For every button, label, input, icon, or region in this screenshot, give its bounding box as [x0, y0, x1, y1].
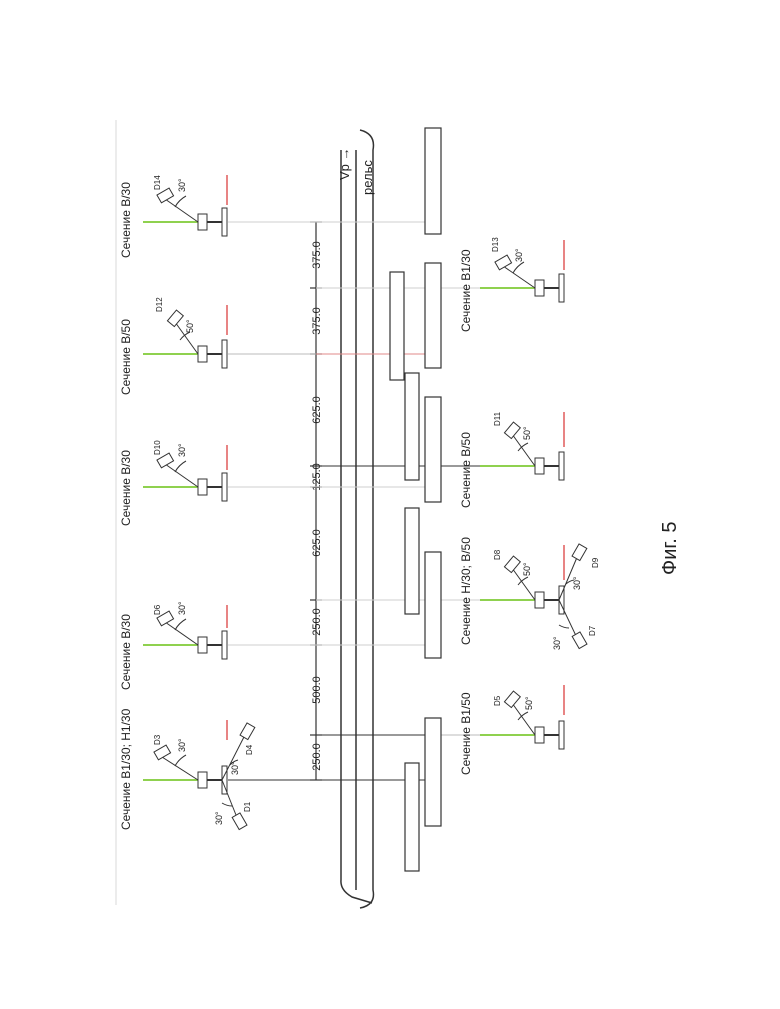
probe-id: D13 [491, 237, 500, 252]
probe-angle: 30° [177, 601, 187, 615]
dim-label-1: 250.0 [311, 743, 323, 771]
section-title-top-5: Сечение В/30 [119, 182, 133, 258]
probe-id: D14 [153, 175, 162, 190]
probe-angle: 30° [552, 636, 562, 650]
carrier-block [405, 763, 419, 871]
section-title-top-1: Сечение В1/30; Н1/30 [119, 708, 133, 830]
bottom-sections [480, 240, 587, 749]
rail-outline-left [360, 130, 373, 908]
carrier-block [425, 128, 441, 234]
probe-id: D8 [493, 549, 502, 560]
probe-id: D6 [153, 604, 162, 615]
carrier-blocks [390, 128, 441, 871]
probe-id: D7 [588, 625, 597, 636]
probe-angle: 30° [214, 811, 224, 825]
dim-label-6: 625.0 [311, 396, 323, 424]
carrier-block [425, 552, 441, 658]
section-title-top-4: Сечение В/50 [119, 319, 133, 395]
probe-angle: 30° [572, 576, 582, 590]
probe-id: D9 [591, 557, 600, 568]
figure-caption: Фиг. 5 [659, 522, 681, 575]
dim-label-2: 500.0 [311, 676, 323, 704]
probe-id: D11 [493, 411, 502, 426]
probe-angle: 30° [230, 761, 240, 775]
probe-angle: 30° [514, 248, 524, 262]
probe-angle: 30° [177, 178, 187, 192]
probe-labels: D3 30° D4 30° D1 30° D6 30° D10 30° D12 … [153, 175, 600, 825]
probe-angle: 50° [522, 426, 532, 440]
dim-label-3: 250.0 [311, 608, 323, 636]
dim-label-7: 375.0 [311, 307, 323, 335]
carrier-block [425, 263, 441, 368]
probe-id: D5 [493, 695, 502, 706]
dim-label-8: 375.0 [311, 241, 323, 269]
rail-profile-6 [480, 685, 564, 749]
dim-label-4: 625.0 [311, 529, 323, 557]
probe-angle: 50° [522, 562, 532, 576]
probe-id: D3 [153, 734, 162, 745]
probe-id: D12 [155, 297, 164, 312]
carrier-block [405, 373, 419, 480]
probe-angle: 30° [177, 738, 187, 752]
carrier-block [405, 508, 419, 614]
section-title-top-3: Сечение В/30 [119, 450, 133, 526]
motion-label: Vр → [337, 147, 352, 180]
probe-id: D10 [153, 440, 162, 455]
section-title-top-2: Сечение В/30 [119, 614, 133, 690]
section-title-bottom-3: Сечение В/50 [459, 432, 473, 508]
carrier-block [425, 718, 441, 826]
rail-profile-4 [143, 305, 227, 368]
carrier-block [425, 397, 441, 502]
probe-id: D4 [245, 744, 254, 755]
probe-angle: 50° [524, 696, 534, 710]
section-title-bottom-4: Сечение В1/30 [459, 249, 473, 332]
top-sections [143, 175, 255, 830]
carrier-block [390, 272, 404, 380]
section-title-bottom-1: Сечение В1/50 [459, 692, 473, 775]
probe-angle: 30° [177, 443, 187, 457]
probe-id: D1 [243, 801, 252, 812]
probe-angle: 50° [185, 319, 195, 333]
section-title-bottom-2: Сечение Н/30; В/50 [459, 537, 473, 645]
rail-label: рельс [360, 160, 375, 195]
